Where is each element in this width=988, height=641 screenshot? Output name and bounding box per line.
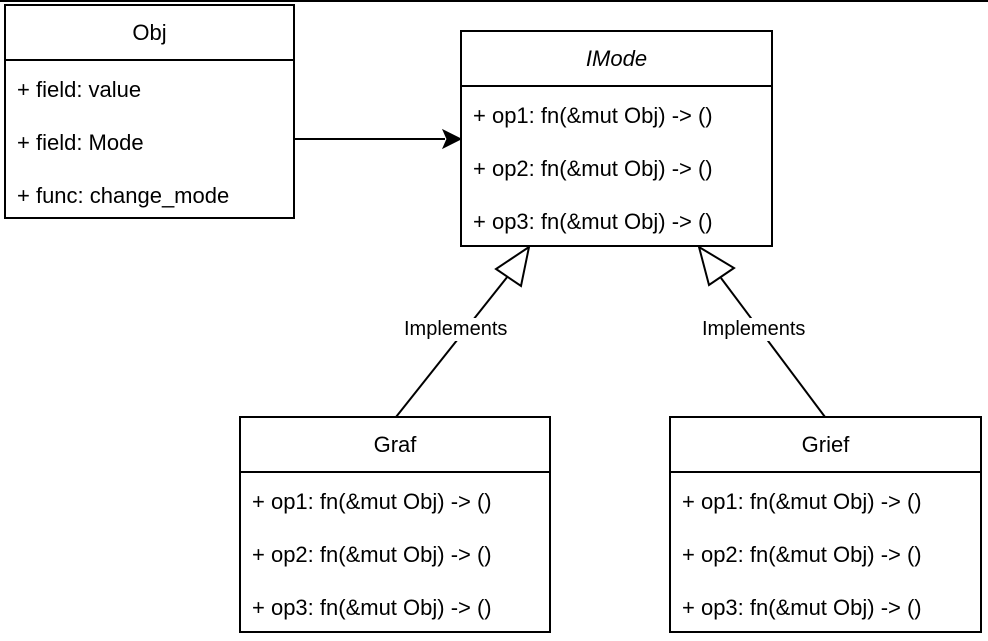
interface-imode-member: + op3: fn(&mut Obj) -> ()	[473, 208, 713, 234]
class-graf-member: + op1: fn(&mut Obj) -> ()	[252, 488, 492, 514]
association-arrowhead	[441, 128, 463, 150]
class-graf-members: + op1: fn(&mut Obj) -> () + op2: fn(&mut…	[241, 473, 549, 634]
class-grief-member: + op3: fn(&mut Obj) -> ()	[682, 594, 922, 620]
interface-imode[interactable]: IMode + op1: fn(&mut Obj) -> () + op2: f…	[460, 30, 773, 247]
class-graf-name: Graf	[241, 418, 549, 473]
class-grief-member: + op1: fn(&mut Obj) -> ()	[682, 488, 922, 514]
interface-imode-member: + op1: fn(&mut Obj) -> ()	[473, 102, 713, 128]
interface-imode-members: + op1: fn(&mut Obj) -> () + op2: fn(&mut…	[462, 87, 771, 248]
graf-implements-arrowhead	[494, 244, 531, 288]
class-grief[interactable]: Grief + op1: fn(&mut Obj) -> () + op2: f…	[669, 416, 982, 633]
graf-implements-label: Implements	[402, 318, 510, 341]
class-grief-member: + op2: fn(&mut Obj) -> ()	[682, 541, 922, 567]
class-obj-member: + func: change_mode	[17, 182, 230, 208]
class-grief-name: Grief	[671, 418, 980, 473]
class-obj-member: + field: Mode	[17, 129, 144, 155]
interface-imode-name: IMode	[462, 32, 771, 87]
grief-implements-line	[720, 277, 826, 418]
class-grief-members: + op1: fn(&mut Obj) -> () + op2: fn(&mut…	[671, 473, 980, 634]
class-obj-members: + field: value + field: Mode + func: cha…	[6, 61, 293, 222]
top-border-line	[0, 0, 988, 2]
grief-implements-arrowhead	[697, 244, 736, 287]
class-graf-member: + op3: fn(&mut Obj) -> ()	[252, 594, 492, 620]
interface-imode-member: + op2: fn(&mut Obj) -> ()	[473, 155, 713, 181]
class-obj-name: Obj	[6, 6, 293, 61]
class-obj-member: + field: value	[17, 76, 142, 102]
class-obj[interactable]: Obj + field: value + field: Mode + func:…	[4, 4, 295, 219]
class-graf[interactable]: Graf + op1: fn(&mut Obj) -> () + op2: fn…	[239, 416, 551, 633]
class-graf-member: + op2: fn(&mut Obj) -> ()	[252, 541, 492, 567]
grief-implements-label: Implements	[700, 318, 808, 341]
graf-implements-line	[395, 275, 509, 418]
